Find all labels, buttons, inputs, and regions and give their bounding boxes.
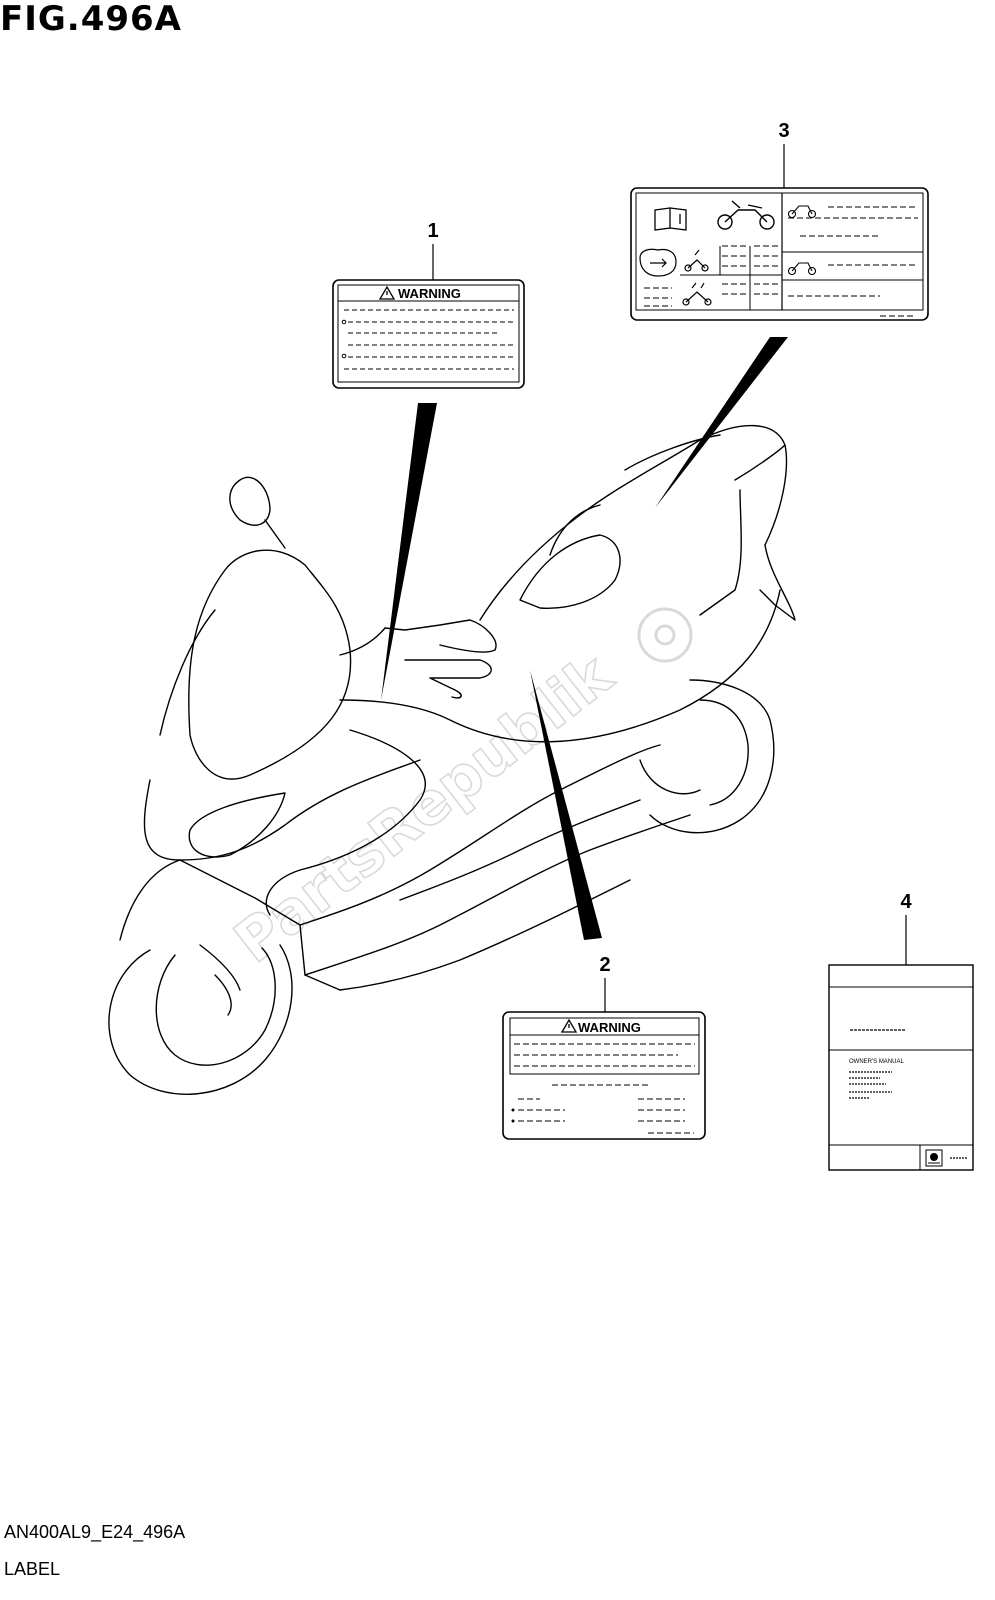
rider-passenger-icon <box>682 282 712 306</box>
manual-book-icon <box>654 207 687 231</box>
warning-triangle-icon <box>378 285 396 300</box>
callout-2: 2 <box>599 954 611 1012</box>
brake-warning-icon <box>639 248 677 277</box>
brand-logo-icon <box>925 1149 943 1167</box>
figure-title: FIG.496A <box>0 0 182 39</box>
leader-wedge-2 <box>530 670 602 940</box>
callout-1: 1 <box>427 220 439 280</box>
callout-number: 4 <box>900 891 912 913</box>
callout-number: 2 <box>599 954 610 976</box>
label-1-warning: WARNING <box>332 279 525 389</box>
rider-icon <box>684 249 709 272</box>
label-1-heading: WARNING <box>398 286 461 301</box>
label-2-heading: WARNING <box>578 1020 641 1035</box>
label-3-info <box>630 187 929 321</box>
label-4-owners-manual: OWNER'S MANUAL <box>828 964 974 1171</box>
label-2-warning: WARNING <box>502 1011 706 1140</box>
leader-wedges <box>381 337 788 940</box>
leader-wedge-1 <box>381 403 437 700</box>
gear-icon <box>637 607 693 663</box>
callout-3: 3 <box>778 120 790 188</box>
motorcycle-small-icon <box>787 262 817 276</box>
leader-wedge-3 <box>655 337 788 508</box>
owners-manual-text: OWNER'S MANUAL <box>849 1059 904 1065</box>
callout-number: 1 <box>427 220 438 242</box>
model-code: AN400AL9_E24_496A <box>4 1522 186 1542</box>
part-description: LABEL <box>4 1559 61 1579</box>
callout-4: 4 <box>900 891 912 965</box>
warning-triangle-icon <box>560 1018 578 1033</box>
motorcycle-icon <box>717 200 775 230</box>
callout-number: 3 <box>778 120 789 142</box>
